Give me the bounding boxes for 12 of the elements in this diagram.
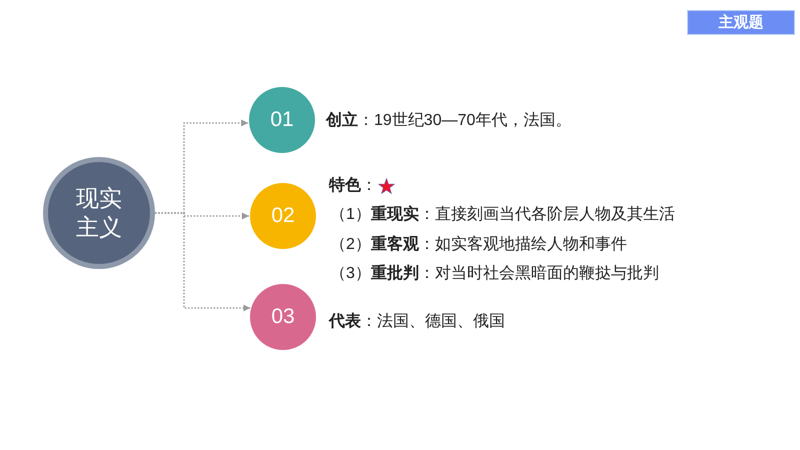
topic-circle: 现实主义 xyxy=(43,157,155,269)
tag-badge: 主观题 xyxy=(687,10,795,35)
body-text: 代表：法国、德国、俄国 xyxy=(329,312,505,332)
number-circle: 01 xyxy=(249,87,315,153)
connector-arrow xyxy=(155,212,250,312)
body-text: （2）重客观：如实客观地描绘人物和事件 xyxy=(330,234,627,255)
body-text: 创立：19世纪30—70年代，法国。 xyxy=(326,110,572,131)
number-circle: 03 xyxy=(250,284,316,350)
body-text: （1）重现实：直接刻画当代各阶层人物及其生活 xyxy=(330,204,675,225)
body-text: 特色： xyxy=(329,176,377,196)
number-circle: 02 xyxy=(250,183,316,249)
body-text: （3）重批判：对当时社会黑暗面的鞭挞与批判 xyxy=(330,263,659,284)
